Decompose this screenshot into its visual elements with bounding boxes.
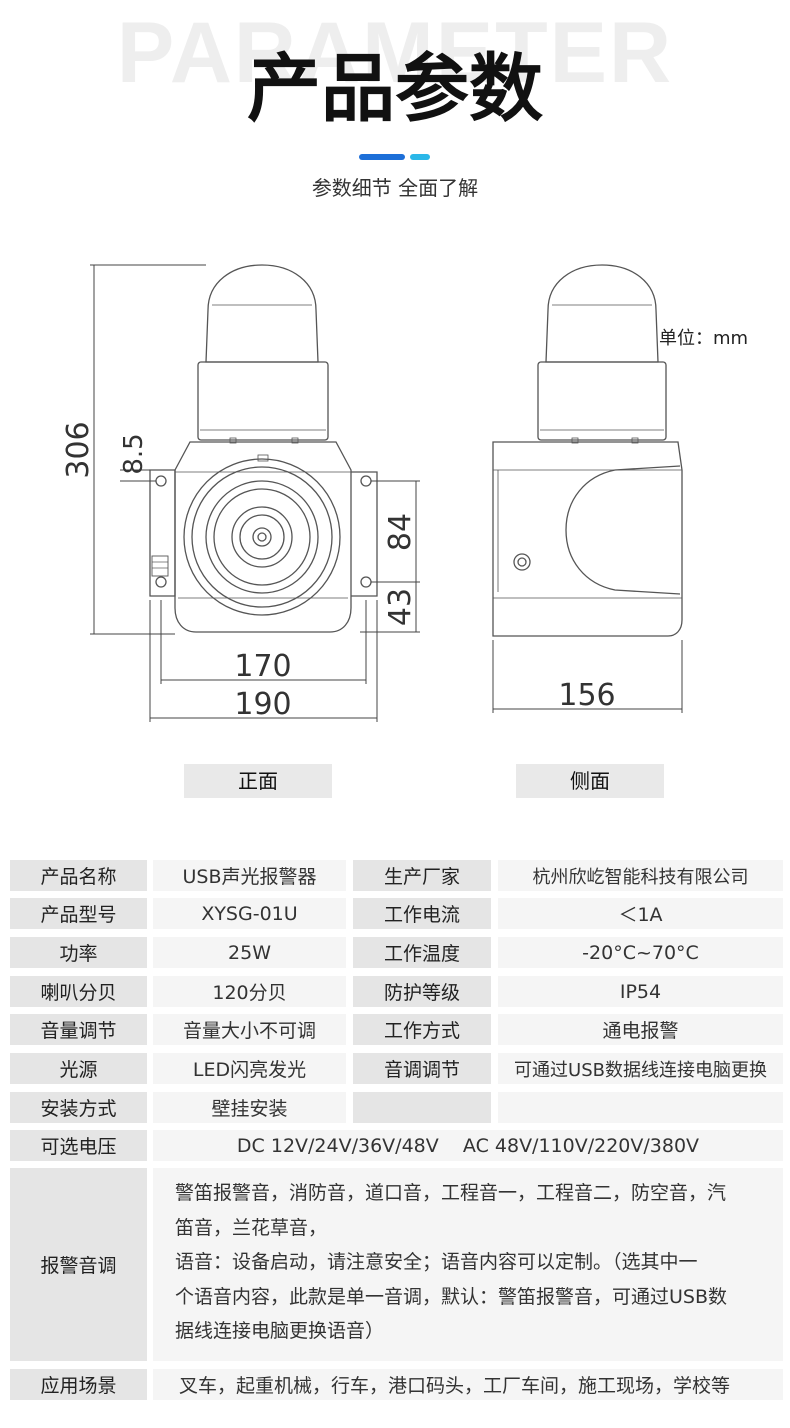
page-subtitle: 参数细节 全面了解 [311, 176, 479, 200]
table-row: 音量调节 音量大小不可调 工作方式 通电报警 [0, 1014, 790, 1045]
spec-label: 产品名称 [10, 860, 147, 891]
page-title: 产品参数 [247, 46, 543, 132]
table-row: 功率 25W 工作温度 -20°C~70°C [0, 937, 790, 968]
alarm-tone-line: 笛音，兰花草音， [175, 1216, 328, 1239]
dim-hole-spacing-h: 170 [234, 649, 291, 684]
spec-label: 音量调节 [10, 1014, 147, 1045]
table-row: 光源 LED闪亮发光 音调调节 可通过USB数据线连接电脑更换 [0, 1053, 790, 1084]
table-row: 产品名称 USB声光报警器 生产厂家 杭州欣屹智能科技有限公司 [0, 860, 790, 891]
spec-label-empty [353, 1092, 491, 1123]
spec-value-empty [498, 1092, 783, 1123]
spec-label: 工作方式 [353, 1014, 491, 1045]
spec-label: 功率 [10, 937, 147, 968]
spec-label: 防护等级 [353, 976, 491, 1007]
alarm-tone-line: 个语音内容，此款是单一音调，默认：警笛报警音，可通过USB数 [175, 1285, 728, 1308]
side-view-drawing [492, 264, 683, 637]
spec-label: 光源 [10, 1053, 147, 1084]
dim-width-total: 190 [234, 687, 291, 722]
spec-value: LED闪亮发光 [153, 1053, 346, 1084]
accent-bar-secondary [410, 154, 430, 160]
spec-label: 喇叭分贝 [10, 976, 147, 1007]
table-row: 产品型号 XYSG-01U 工作电流 ＜1A [0, 898, 790, 929]
table-row: 喇叭分贝 120分贝 防护等级 IP54 [0, 976, 790, 1007]
dim-height-total: 306 [61, 421, 96, 478]
spec-value: 音量大小不可调 [153, 1014, 346, 1045]
table-row: 应用场景 叉车，起重机械，行车，港口码头，工厂车间，施工现场，学校等 [0, 1369, 790, 1400]
background-watermark-word: PARAMETER [116, 5, 674, 101]
alarm-tone-line: 语音：设备启动，请注意安全；语音内容可以定制。（选其中一 [175, 1251, 698, 1273]
alarm-tone-line: 据线连接电脑更换语音） [175, 1320, 385, 1342]
table-row: 安装方式 壁挂安装 [0, 1092, 790, 1123]
table-row: 报警音调 警笛报警音，消防音，道口音，工程音一，工程音二，防空音，汽 笛音，兰花… [0, 1168, 790, 1361]
spec-value: 壁挂安装 [153, 1092, 346, 1123]
unit-label: 单位：mm [659, 328, 749, 349]
spec-label: 生产厂家 [353, 860, 491, 891]
front-view-label: 正面 [184, 764, 332, 798]
spec-label: 工作电流 [353, 898, 491, 929]
front-view-drawing [149, 264, 378, 633]
spec-label: 应用场景 [10, 1369, 147, 1400]
spec-value: 25W [153, 937, 346, 968]
dim-hole-spacing-v: 84 [383, 513, 418, 551]
spec-value: USB声光报警器 [153, 860, 346, 891]
side-view-label: 侧面 [516, 764, 664, 798]
spec-value: IP54 [498, 976, 783, 1007]
spec-value: 可通过USB数据线连接电脑更换 [498, 1053, 783, 1084]
spec-value: -20°C~70°C [498, 937, 783, 968]
accent-bar-primary [359, 154, 405, 160]
spec-label: 工作温度 [353, 937, 491, 968]
spec-value: XYSG-01U [153, 898, 346, 929]
spec-label: 可选电压 [10, 1130, 147, 1161]
spec-value: 120分贝 [153, 976, 346, 1007]
spec-label: 安装方式 [10, 1092, 147, 1123]
spec-label: 音调调节 [353, 1053, 491, 1084]
dim-depth: 156 [558, 678, 615, 713]
table-row: 可选电压 DC 12V/24V/36V/48V AC 48V/110V/220V… [0, 1130, 790, 1161]
alarm-tone-description: 警笛报警音，消防音，道口音，工程音一，工程音二，防空音，汽 笛音，兰花草音， 语… [153, 1168, 783, 1361]
spec-value: DC 12V/24V/36V/48V AC 48V/110V/220V/380V [153, 1130, 783, 1161]
alarm-tone-line: 警笛报警音，消防音，道口音，工程音一，工程音二，防空音，汽 [175, 1182, 727, 1204]
spec-value: ＜1A [498, 898, 783, 929]
spec-value: 杭州欣屹智能科技有限公司 [498, 860, 783, 891]
spec-value: 通电报警 [498, 1014, 783, 1045]
technical-drawing: 306 8.5 84 43 170 190 156 [61, 264, 683, 722]
dim-offset: 8.5 [119, 433, 149, 474]
spec-value: 叉车，起重机械，行车，港口码头，工厂车间，施工现场，学校等 [153, 1369, 783, 1400]
spec-label: 报警音调 [10, 1168, 147, 1361]
dim-bottom-offset: 43 [383, 588, 418, 626]
spec-label: 产品型号 [10, 898, 147, 929]
